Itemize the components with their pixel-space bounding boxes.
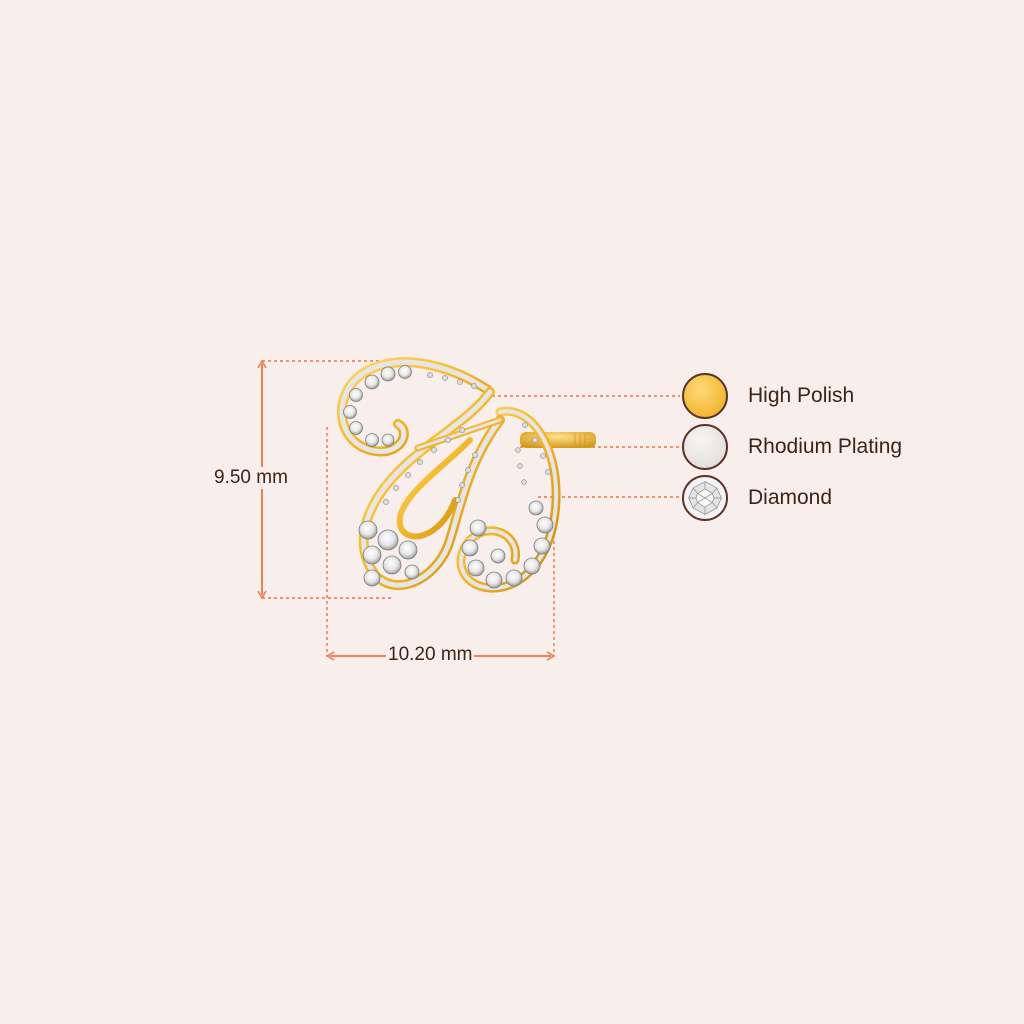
height-arrow-bottom: [257, 590, 267, 600]
silver-swatch-icon: [682, 424, 728, 470]
diamond-swatch-icon: [682, 475, 728, 521]
height-dimension-label: 9.50 mm: [212, 467, 290, 489]
legend-item-high-polish: High Polish: [682, 370, 854, 422]
legend-label: Rhodium Plating: [748, 435, 903, 458]
earring-image: [337, 357, 596, 593]
inner-loop-rim: [396, 437, 473, 540]
milgrain-beads: [383, 372, 551, 505]
diamond-stones: [343, 365, 554, 589]
dimension-guides: [257, 359, 680, 661]
legend-label: High Polish: [748, 384, 855, 407]
width-arrow-right: [546, 651, 556, 661]
width-arrow-left: [325, 651, 335, 661]
height-arrow-top: [257, 359, 267, 369]
legend-item-diamond: Diamond: [682, 472, 832, 524]
width-dimension-label: 10.20 mm: [386, 644, 475, 666]
legend-item-rhodium-plating: Rhodium Plating: [682, 421, 902, 473]
gold-swatch-icon: [682, 373, 728, 419]
legend-label: Diamond: [748, 486, 833, 509]
